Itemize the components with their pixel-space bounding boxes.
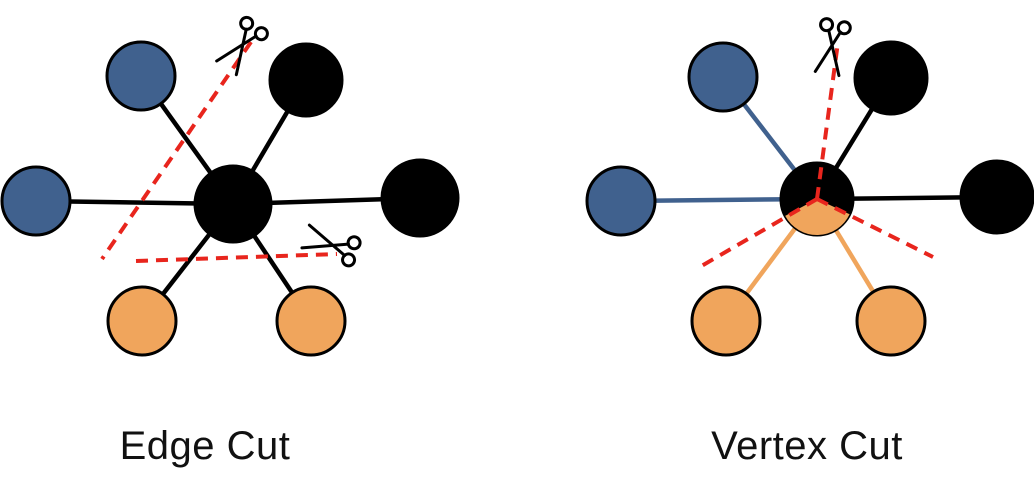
blue-node-left [585, 165, 657, 237]
black-node-top-right [853, 40, 929, 116]
cut-line [696, 197, 819, 270]
scissors-handle [836, 20, 852, 36]
scissors-blade [813, 30, 842, 73]
vertex-cut-graph [585, 17, 1034, 357]
cut-line [100, 40, 253, 261]
scissors-blade [827, 28, 841, 78]
scissors-handle [346, 235, 362, 251]
edge-cut-center-node [193, 164, 273, 244]
edge-cut-label: Edge Cut [119, 424, 291, 468]
scissors-handle [253, 26, 269, 42]
scissors-blade [215, 34, 258, 63]
scissors-blade [234, 27, 248, 77]
blue-node-top-left [687, 41, 759, 113]
cut-line [815, 41, 840, 200]
scissors-handle [819, 17, 835, 33]
orange-node-bottom-right [855, 285, 927, 357]
black-node-right [959, 159, 1034, 235]
orange-node-bottom-left [690, 285, 762, 357]
scissors-blade [300, 242, 350, 250]
scissors-blade [307, 223, 347, 257]
cut-line [135, 252, 338, 263]
orange-node-bottom-right [275, 285, 347, 357]
scissors-icon [813, 17, 852, 78]
blue-node-left [0, 165, 72, 237]
edge-cut-graph [0, 15, 460, 357]
vertex-cut-label: Vertex Cut [711, 424, 903, 468]
cut-line [816, 197, 934, 259]
scissors-icon [215, 15, 269, 77]
scissors-icon [300, 223, 362, 268]
center-node-wedge [785, 199, 850, 235]
blue-node-top-left [105, 40, 177, 112]
black-node-top-right [268, 42, 344, 118]
scissors-handle [341, 252, 357, 268]
orange-node-bottom-left [106, 285, 178, 357]
scissors-handle [239, 15, 255, 31]
black-node-right [380, 158, 460, 238]
